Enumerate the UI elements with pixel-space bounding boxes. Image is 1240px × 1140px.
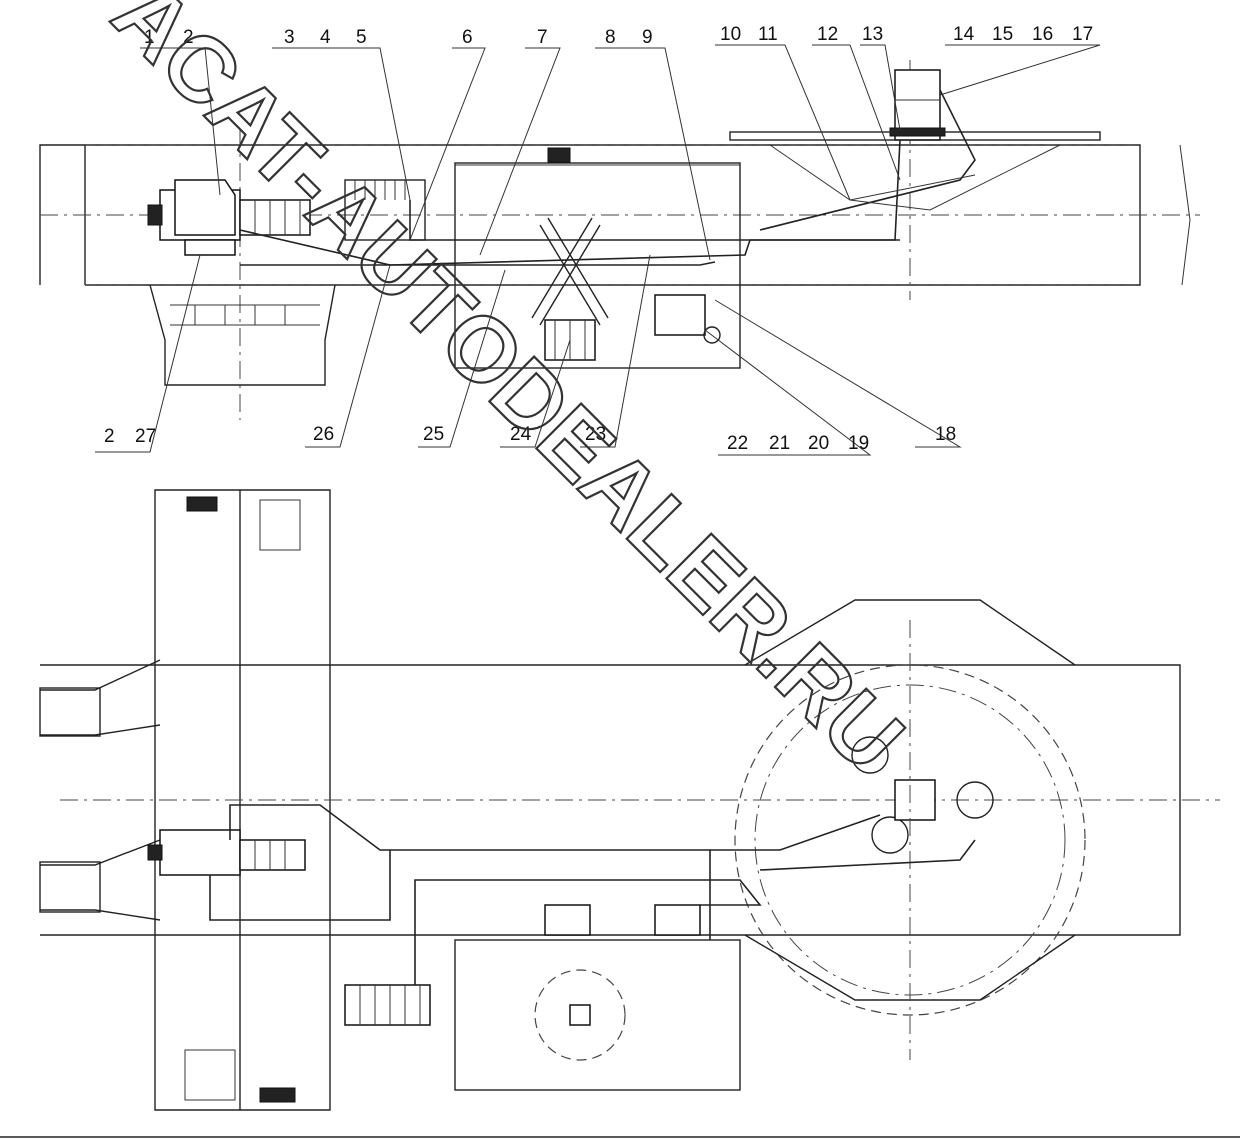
callout-1: 1 [144, 27, 155, 48]
leader-lines [95, 44, 1101, 456]
callout-18: 18 [935, 424, 956, 445]
pressure-line [239, 139, 901, 266]
watermark-text: ACAT-AUTODEALER.RU [94, 0, 923, 791]
turntable-bracket-bottom [744, 934, 1076, 1001]
callout-2b: 2 [104, 426, 115, 447]
callout-12: 12 [817, 24, 838, 45]
callout-5: 5 [356, 27, 367, 48]
return-line [759, 89, 976, 231]
callout-14: 14 [953, 24, 975, 45]
callout-11: 11 [758, 24, 778, 45]
plan-view [39, 489, 1220, 1111]
callout-7: 7 [537, 27, 548, 48]
callout-16: 16 [1032, 24, 1053, 45]
callout-15: 15 [992, 24, 1013, 45]
hydraulic-tank-plan [454, 939, 741, 1091]
multiway-valve [344, 984, 431, 1026]
callout-23: 23 [585, 424, 606, 445]
callout-2: 2 [183, 27, 194, 48]
front-bumper-left [39, 687, 101, 737]
front-bumper-right [39, 861, 101, 913]
outrigger-beam-plan [154, 489, 331, 1111]
pump-unit-b [654, 904, 701, 936]
scissor-support [531, 217, 609, 326]
rotary-joint [889, 69, 946, 141]
tank-filler-plan [534, 969, 626, 1061]
callout-21: 21 [769, 433, 790, 454]
callout-17: 17 [1072, 24, 1093, 45]
tank-breather [547, 147, 571, 163]
callout-27: 27 [135, 426, 156, 447]
callout-6: 6 [462, 27, 473, 48]
callout-25: 25 [423, 424, 444, 445]
central-swivel [894, 779, 936, 821]
callout-20: 20 [808, 433, 829, 454]
callout-8: 8 [605, 27, 616, 48]
turntable-bracket-top [744, 599, 1076, 666]
pump-unit-a [544, 904, 591, 936]
outrigger-box [149, 284, 336, 386]
callout-9: 9 [642, 27, 653, 48]
callout-numbers: 1 2 3 4 5 6 7 8 9 10 11 12 13 14 15 16 1… [104, 24, 1093, 454]
callout-4: 4 [320, 27, 331, 48]
filter-unit [654, 294, 706, 336]
callout-24: 24 [510, 424, 532, 445]
pressure-line-plan [229, 804, 711, 940]
return-line-plan [759, 839, 976, 871]
turntable-plate [729, 131, 1101, 141]
side-elevation-view [39, 44, 1200, 456]
callout-26: 26 [313, 424, 334, 445]
main-pump-plan [147, 829, 306, 876]
callout-3: 3 [284, 27, 295, 48]
callout-13: 13 [862, 24, 883, 45]
callout-19: 19 [848, 433, 869, 454]
watermark: ACAT-AUTODEALER.RU [93, 0, 924, 792]
chassis-frame-plan [40, 664, 1181, 936]
callout-22: 22 [727, 433, 748, 454]
callout-10: 10 [720, 24, 741, 45]
